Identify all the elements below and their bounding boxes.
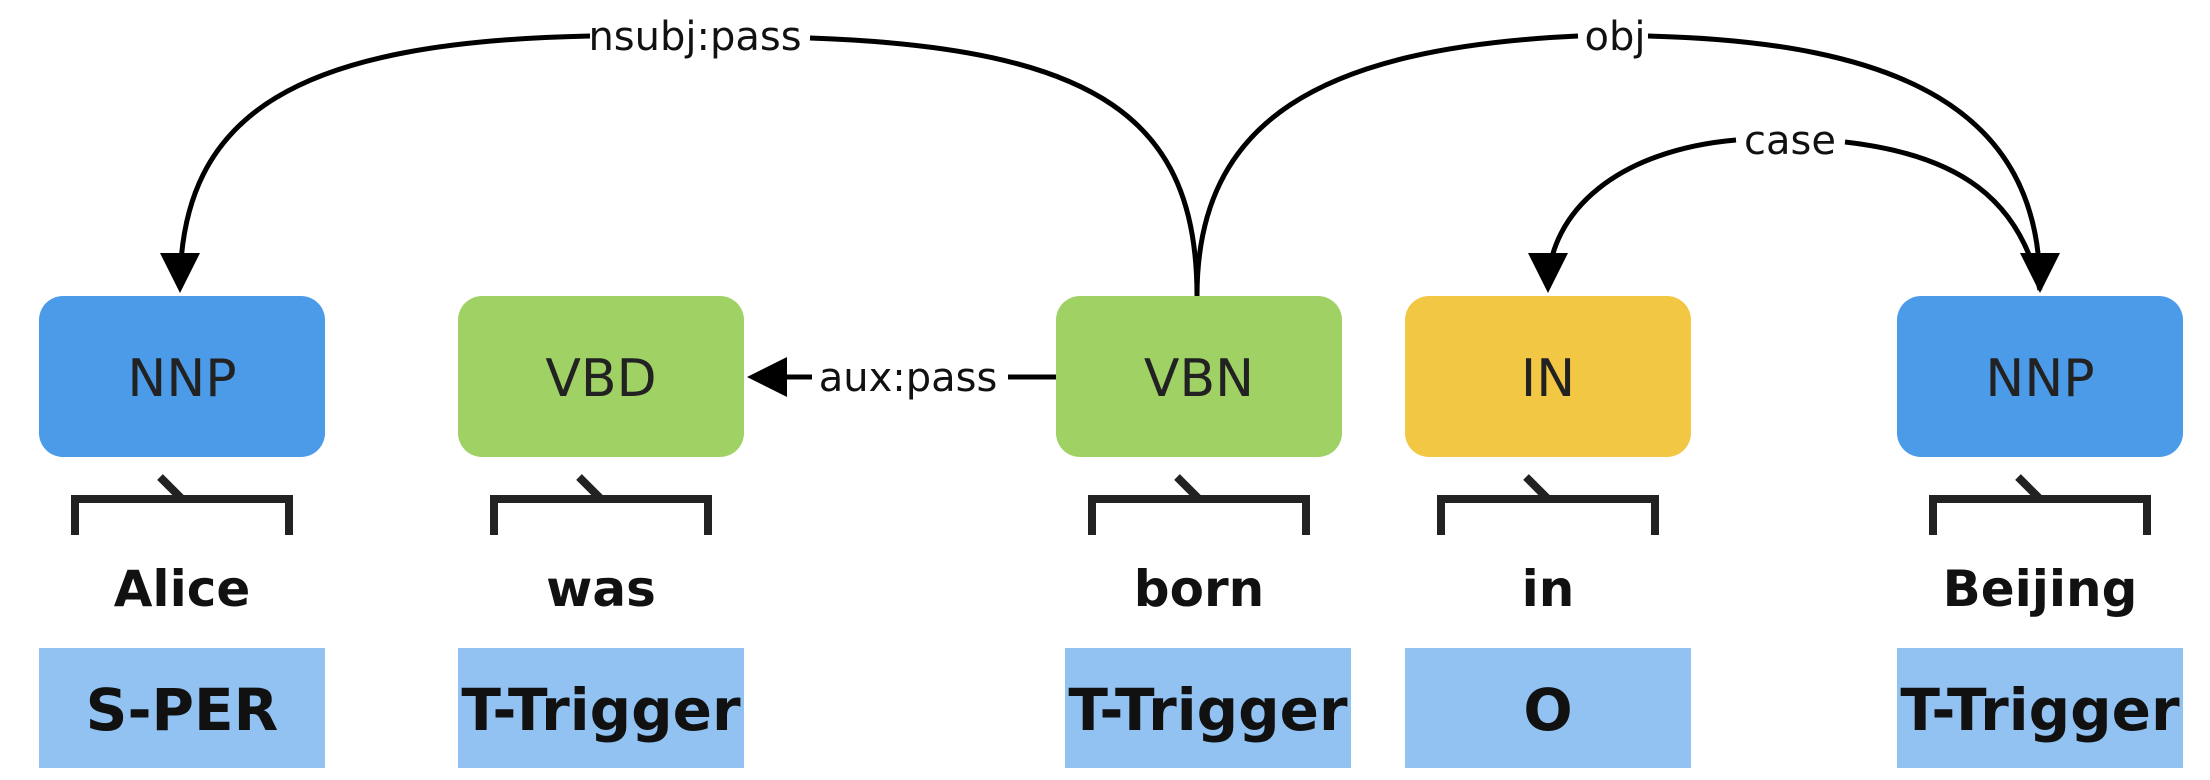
- ner-tag-label: T-Trigger: [461, 676, 741, 744]
- token-in: IN in O: [1405, 296, 1691, 768]
- arc-nsubj-pass: nsubj:pass: [180, 14, 1200, 296]
- pos-tag-label: NNP: [127, 349, 236, 409]
- token-alice: NNP Alice S-PER: [39, 296, 325, 768]
- pos-tag-label: VBN: [1144, 349, 1254, 409]
- arc-label-aux-pass: aux:pass: [819, 355, 998, 401]
- pos-tag-label: IN: [1521, 349, 1575, 409]
- pos-tag-label: VBD: [545, 349, 656, 409]
- word-bracket: [71, 474, 293, 535]
- ner-tag-box: [1065, 648, 1351, 768]
- word-label: in: [1522, 560, 1575, 618]
- ner-tag-label: O: [1523, 676, 1572, 744]
- word-bracket: [490, 474, 712, 535]
- pos-tag-box: [1897, 296, 2183, 457]
- ner-tag-label: T-Trigger: [1068, 676, 1348, 744]
- ner-tag-label: S-PER: [86, 676, 279, 744]
- token-beijing: NNP Beijing T-Trigger: [1897, 296, 2183, 768]
- arc-case: case: [1548, 118, 2043, 290]
- arc-label-case: case: [1744, 118, 1836, 164]
- pos-tag-box: [458, 296, 744, 457]
- word-label: born: [1134, 560, 1264, 618]
- word-bracket: [1929, 474, 2151, 535]
- ner-tag-box: [1897, 648, 2183, 768]
- ner-tag-box: [458, 648, 744, 768]
- token-was: VBD was T-Trigger: [458, 296, 744, 768]
- arc-obj: obj: [1194, 14, 2040, 296]
- token-born: VBN born T-Trigger: [1056, 296, 1351, 768]
- word-label: Alice: [114, 560, 251, 618]
- word-bracket: [1088, 474, 1310, 535]
- ner-tag-box: [39, 648, 325, 768]
- word-label: Beijing: [1943, 560, 2138, 618]
- word-label: was: [546, 560, 656, 618]
- pos-tag-box: [1056, 296, 1342, 457]
- pos-tag-label: NNP: [1985, 349, 2094, 409]
- ner-tag-label: T-Trigger: [1900, 676, 2180, 744]
- ner-tag-box: [1405, 648, 1691, 768]
- word-bracket: [1437, 474, 1659, 535]
- arc-label-obj: obj: [1585, 14, 1646, 60]
- pos-tag-box: [1405, 296, 1691, 457]
- arc-aux-pass: aux:pass: [747, 355, 1056, 401]
- arc-label-nsubj-pass: nsubj:pass: [588, 14, 801, 60]
- pos-tag-box: [39, 296, 325, 457]
